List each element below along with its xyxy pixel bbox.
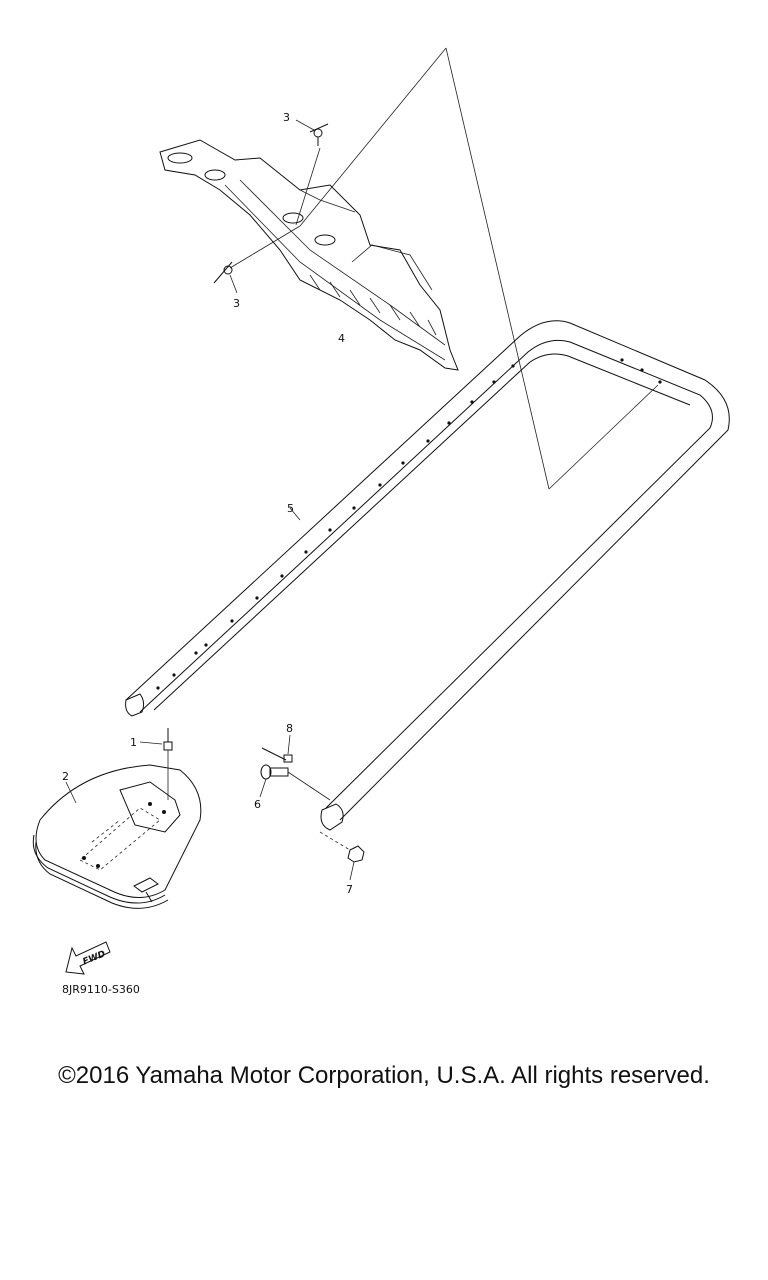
part-8-rivet: [261, 734, 293, 763]
part-1-screw: [139, 728, 173, 800]
leader-lines: [229, 47, 659, 490]
callout-7: 7: [346, 883, 353, 896]
rail-holes: [156, 358, 662, 690]
diagram-code: 8JR9110-S360: [62, 983, 140, 996]
copyright-notice: ©2016 Yamaha Motor Corporation, U.S.A. A…: [58, 1062, 710, 1089]
part-2-zipper: [133, 877, 159, 903]
callout-1: 1: [130, 736, 137, 749]
part-7-nut: [319, 831, 365, 881]
part-4-cover-panel: [159, 139, 459, 371]
callout-5: 5: [287, 502, 294, 515]
callout-3-left: 3: [233, 297, 240, 310]
part-3-rivet-left: [213, 261, 238, 294]
callout-8: 8: [286, 722, 293, 735]
part-6-bolt: [259, 764, 331, 801]
parts-diagram: FWD 3 3 4 5 1 2 8 6 7 8JR9110-S360: [32, 47, 730, 996]
callout-4: 4: [338, 332, 345, 345]
callout-labels: 3 3 4 5 1 2 8 6 7: [62, 111, 353, 896]
part-3-rivet-top: [295, 119, 329, 146]
callout-6: 6: [254, 798, 261, 811]
part-5-rail: [125, 320, 730, 831]
callout-3-top: 3: [283, 111, 290, 124]
fwd-arrow-icon: FWD: [65, 941, 111, 975]
callout-2: 2: [62, 770, 69, 783]
part-2-pad: [32, 764, 202, 909]
